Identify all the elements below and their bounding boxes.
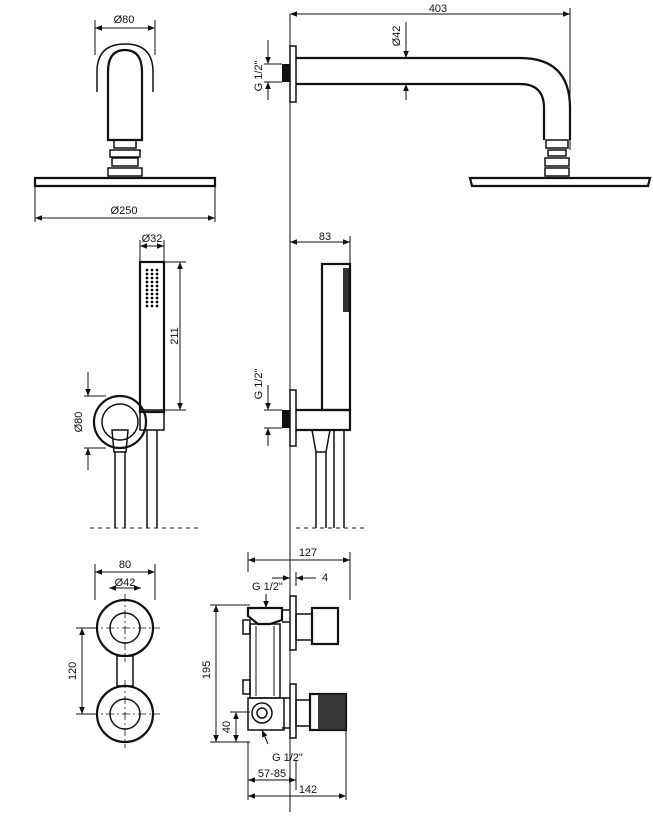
dim-install-depth: 57-85 bbox=[258, 768, 286, 780]
dim-body-outlet-offset: 40 bbox=[221, 721, 233, 733]
nozzle-dot bbox=[150, 284, 154, 288]
dim-hand-shower-dia: Ø32 bbox=[142, 233, 163, 245]
dim-hand-thread: G 1/2" bbox=[253, 369, 265, 400]
nozzle-dot bbox=[150, 272, 154, 276]
knurled-handle bbox=[318, 694, 346, 730]
dim-arm-dia: Ø42 bbox=[391, 26, 403, 47]
nozzle-dot bbox=[155, 268, 159, 272]
dim-hand-holder-depth: 83 bbox=[319, 231, 331, 243]
nozzle-dot bbox=[150, 304, 154, 308]
nozzle-dot bbox=[150, 288, 154, 292]
spray-nozzles bbox=[145, 268, 159, 308]
hand-shower-side-view: 83 G 1/2" bbox=[253, 231, 366, 529]
dim-total-depth: 142 bbox=[299, 784, 317, 796]
nozzle-dot bbox=[145, 300, 149, 304]
nozzle-dot bbox=[155, 288, 159, 292]
nozzle-dot bbox=[145, 280, 149, 284]
dim-arm-length: 403 bbox=[429, 3, 447, 15]
nozzle-dot bbox=[145, 272, 149, 276]
overhead-shower-side-view: 403 Ø42 G 1/2" bbox=[253, 3, 652, 188]
nozzle-dot bbox=[155, 284, 159, 288]
nozzle-dot bbox=[150, 280, 154, 284]
hand-shower-front-view: Ø32 211 Ø80 bbox=[73, 233, 200, 529]
dim-body-thread-top: G 1/2" bbox=[252, 581, 283, 593]
nozzle-dot bbox=[155, 280, 159, 284]
dim-plate-width: 80 bbox=[119, 559, 131, 571]
nozzle-dot bbox=[155, 304, 159, 308]
dim-rose-width: Ø80 bbox=[114, 14, 135, 26]
nozzle-dot bbox=[155, 292, 159, 296]
nozzle-dot bbox=[145, 296, 149, 300]
nozzle-dot bbox=[155, 296, 159, 300]
dim-shower-head-dia: Ø250 bbox=[111, 205, 138, 217]
overhead-shower-front-view: Ø80 Ø250 bbox=[33, 14, 217, 222]
nozzle-dot bbox=[145, 292, 149, 296]
nozzle-dot bbox=[150, 292, 154, 296]
nozzle-dot bbox=[150, 276, 154, 280]
nozzle-dot bbox=[145, 276, 149, 280]
nozzle-dot bbox=[145, 268, 149, 272]
wall-plates-front-view: 80 Ø42 120 bbox=[67, 559, 160, 748]
nozzle-dot bbox=[150, 268, 154, 272]
nozzle-dot bbox=[145, 284, 149, 288]
nozzle-dot bbox=[155, 272, 159, 276]
nozzle-dot bbox=[145, 304, 149, 308]
dim-hand-shower-length: 211 bbox=[169, 327, 181, 345]
dim-body-height: 195 bbox=[201, 661, 213, 679]
dim-plate-spacing: 120 bbox=[67, 662, 79, 680]
nozzle-dot bbox=[155, 276, 159, 280]
dim-hand-holder-dia: Ø80 bbox=[73, 412, 85, 433]
dim-plate-dia: Ø42 bbox=[115, 577, 136, 589]
nozzle-dot bbox=[150, 296, 154, 300]
dim-body-depth: 127 bbox=[299, 547, 317, 559]
dim-arm-thread: G 1/2" bbox=[253, 61, 265, 92]
nozzle-dot bbox=[155, 300, 159, 304]
nozzle-dot bbox=[150, 300, 154, 304]
dim-plate-thickness: 4 bbox=[322, 572, 328, 584]
nozzle-dot bbox=[145, 288, 149, 292]
concealed-body-side-view: 127 4 G 1/2" 195 40 G 1/2" bbox=[201, 547, 351, 800]
dim-body-thread-bottom: G 1/2" bbox=[272, 752, 303, 764]
